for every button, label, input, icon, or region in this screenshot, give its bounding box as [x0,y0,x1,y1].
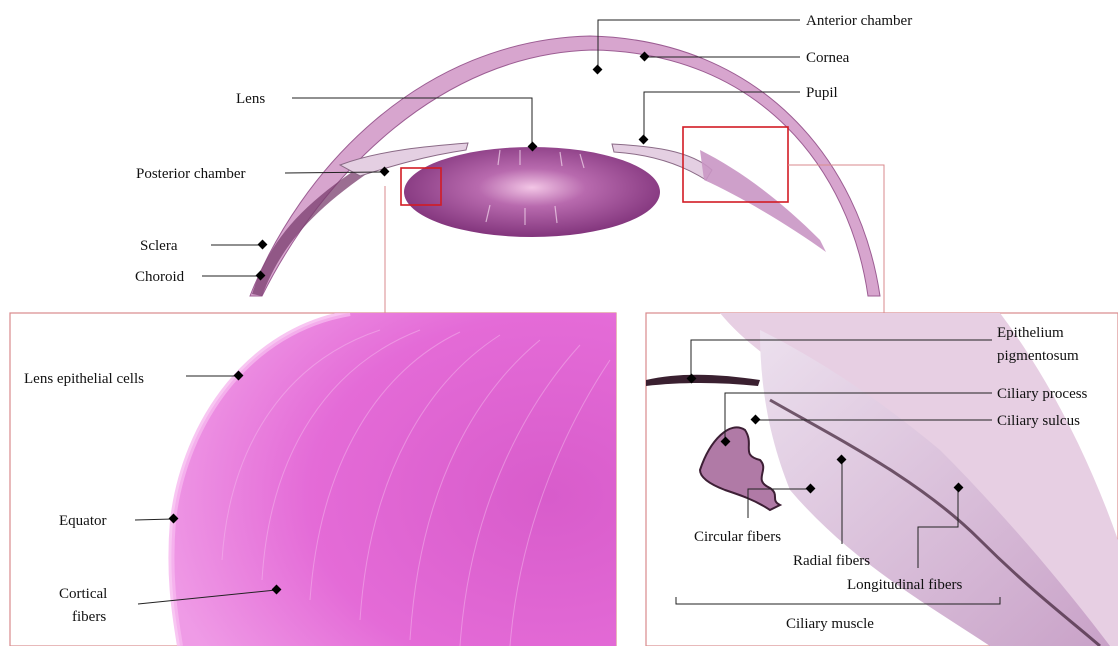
cortical-fibers-label-line1: Cortical [59,586,107,602]
eye-overview [250,36,884,313]
cortical-fibers-label-line2: fibers [72,609,106,625]
sclera-label: Sclera [140,238,178,254]
ciliary-zoom-panel: Epithelium pigmentosum Ciliary process C… [646,313,1118,646]
choroid-left [252,160,375,296]
circular-fibers-label: Circular fibers [694,529,781,545]
lens-overview [404,147,660,237]
lens-zoom-panel: Lens epithelial cells Equator Cortical f… [10,313,616,646]
ciliary-muscle-label: Ciliary muscle [786,616,874,632]
equator-label: Equator [59,513,106,529]
radial-fibers-label: Radial fibers [793,553,870,569]
ciliary-sulcus-label: Ciliary sulcus [997,413,1080,429]
epithelium-pigmentosum-label-line1: Epithelium [997,325,1064,341]
longitudinal-fibers-label: Longitudinal fibers [847,577,963,593]
epithelium-pigmentosum-label-line2: pigmentosum [997,348,1079,364]
lens-label: Lens [236,91,265,107]
pupil-label: Pupil [806,85,838,101]
posterior-chamber-label: Posterior chamber [136,166,246,182]
ciliary-process-label: Ciliary process [997,386,1088,402]
cornea-label: Cornea [806,50,850,66]
anterior-chamber-label: Anterior chamber [806,13,912,29]
sclera-marker [258,240,268,250]
pupil-marker [639,135,649,145]
anterior-chamber-marker [593,65,603,75]
choroid-label: Choroid [135,269,185,285]
lens-epithelial-cells-label: Lens epithelial cells [24,371,144,387]
